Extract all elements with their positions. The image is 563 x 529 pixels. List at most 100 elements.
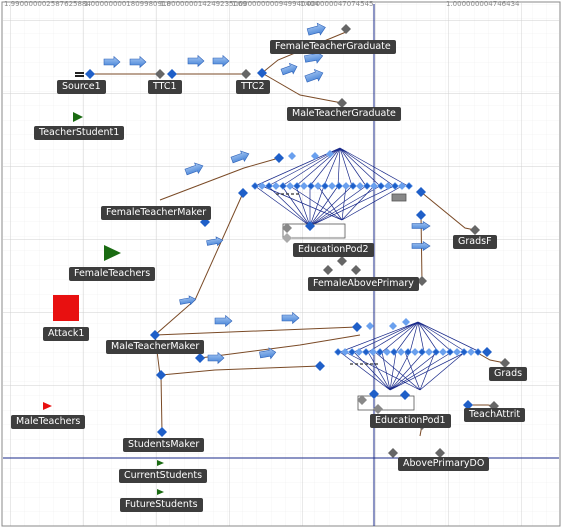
label-ttc1[interactable]: TTC1 — [148, 80, 182, 94]
flow-node — [334, 348, 342, 356]
male-teachers-marker[interactable] — [43, 402, 52, 410]
flow-node — [355, 348, 363, 356]
flow-node — [369, 348, 377, 356]
flow-arrow — [212, 54, 230, 68]
flow-node — [286, 182, 294, 190]
label-education-pod1[interactable]: EducationPod1 — [370, 414, 451, 428]
current-students-marker[interactable] — [157, 460, 164, 466]
flow-node — [321, 182, 329, 190]
label-education-pod2[interactable]: EducationPod2 — [293, 243, 374, 257]
label-above-primary-do[interactable]: AbovePrimaryDO — [398, 457, 490, 471]
education-pod2-fan — [254, 147, 409, 227]
flow-node — [425, 348, 433, 356]
ruler-tick-2: 1.000000014249235069 — [160, 0, 247, 8]
ruler-tick-3: 1.000000000949940404 — [232, 0, 319, 8]
flow-arrow — [306, 22, 326, 36]
future-students-marker[interactable] — [157, 489, 164, 495]
label-male-teachers[interactable]: MaleTeachers — [11, 415, 86, 429]
label-grads-f[interactable]: GradsF — [453, 235, 497, 249]
label-grads[interactable]: Grads — [489, 367, 528, 381]
flow-node — [383, 348, 391, 356]
flow-node — [341, 348, 349, 356]
source-mark — [75, 72, 84, 74]
flow-node — [474, 348, 482, 356]
flow-arrow — [304, 68, 324, 83]
label-male-teacher-graduate[interactable]: MaleTeacherGraduate — [287, 107, 401, 121]
source-mark-2 — [75, 75, 84, 77]
label-male-teacher-maker[interactable]: MaleTeacherMaker — [106, 340, 205, 354]
female-teachers-marker[interactable] — [104, 245, 121, 261]
flow-node — [349, 182, 357, 190]
flow-arrow — [411, 221, 431, 231]
label-ttc2[interactable]: TTC2 — [236, 80, 270, 94]
flow-arrow — [179, 295, 197, 306]
flow-node — [391, 182, 399, 190]
flow-node — [348, 348, 356, 356]
flow-node — [363, 182, 371, 190]
flow-arrow — [411, 241, 431, 251]
flow-node — [258, 182, 266, 190]
label-teach-attrit[interactable]: TeachAttrit — [464, 408, 526, 422]
flow-node — [251, 182, 259, 190]
flow-node — [362, 348, 370, 356]
flow-node — [439, 348, 447, 356]
flow-node — [356, 182, 364, 190]
flow-arrow — [214, 314, 233, 328]
ruler-tick-4: 1.000000047074545 — [300, 0, 374, 8]
flow-node — [279, 182, 287, 190]
education-pod1-frame — [357, 395, 415, 411]
education-pod2-nodes — [251, 182, 413, 190]
label-attack1[interactable]: Attack1 — [43, 327, 90, 341]
teacher-student1-marker[interactable] — [73, 112, 83, 122]
flow-node — [272, 182, 280, 190]
flow-arrow — [259, 347, 277, 360]
label-female-teacher-graduate[interactable]: FemaleTeacherGraduate — [270, 40, 396, 54]
label-female-teacher-maker[interactable]: FemaleTeacherMaker — [101, 206, 212, 220]
flow-arrow — [184, 162, 204, 176]
label-teacher-student1[interactable]: TeacherStudent1 — [34, 126, 125, 140]
flow-arrow — [230, 150, 250, 164]
ruler-tick-0: 1.990000002587625884 — [4, 0, 91, 8]
flow-node — [418, 348, 426, 356]
flow-node — [411, 348, 419, 356]
flow-arrow — [129, 55, 147, 69]
flow-node — [335, 182, 343, 190]
flow-arrow — [206, 236, 224, 247]
flow-node — [370, 182, 378, 190]
flow-nodes[interactable] — [85, 24, 510, 458]
label-students-maker[interactable]: StudentsMaker — [123, 438, 205, 452]
label-future-students[interactable]: FutureStudents — [120, 498, 203, 512]
label-source1[interactable]: Source1 — [57, 80, 106, 94]
flow-arrow — [280, 62, 298, 76]
flow-node — [404, 348, 412, 356]
flow-arrow — [281, 311, 300, 325]
flow-node — [307, 182, 315, 190]
flow-arrows — [103, 22, 431, 365]
flow-node — [405, 182, 413, 190]
attack1-marker[interactable] — [53, 295, 79, 321]
flow-node — [300, 182, 308, 190]
flow-node — [314, 182, 322, 190]
education-pod1-fan — [339, 321, 481, 391]
flow-arrow — [187, 54, 205, 68]
flow-node — [397, 348, 405, 356]
flow-arrow — [207, 351, 225, 365]
flow-node — [377, 182, 385, 190]
flow-node — [328, 182, 336, 190]
flow-node — [460, 348, 468, 356]
label-female-above-primary[interactable]: FemaleAbovePrimary — [308, 277, 419, 291]
flow-node — [432, 348, 440, 356]
flow-node — [376, 348, 384, 356]
flow-node — [398, 182, 406, 190]
ruler-tick-1: 1.000000001809980918 — [84, 0, 171, 8]
flow-node — [265, 182, 273, 190]
flow-arrow — [103, 55, 121, 69]
flow-node — [390, 348, 398, 356]
flow-node — [446, 348, 454, 356]
flow-node — [467, 348, 475, 356]
ruler-tick-5: 1.000000004746434 — [446, 0, 520, 8]
label-current-students[interactable]: CurrentStudents — [119, 469, 208, 483]
education-pod1-nodes — [334, 348, 482, 356]
label-female-teachers[interactable]: FemaleTeachers — [69, 267, 156, 281]
flow-node — [453, 348, 461, 356]
